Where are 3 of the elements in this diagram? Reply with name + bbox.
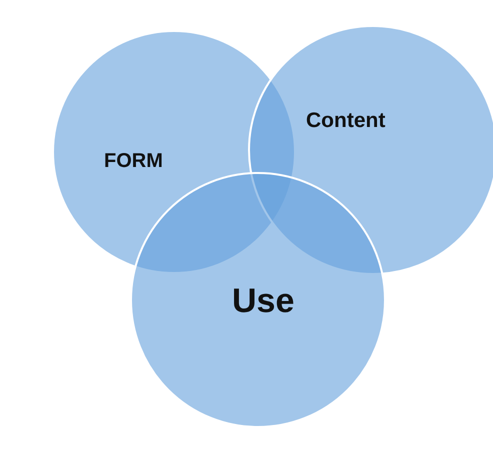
circle-label: FORM xyxy=(104,150,163,173)
circle-label: Use xyxy=(232,282,294,321)
circle-label: Content xyxy=(306,109,386,133)
